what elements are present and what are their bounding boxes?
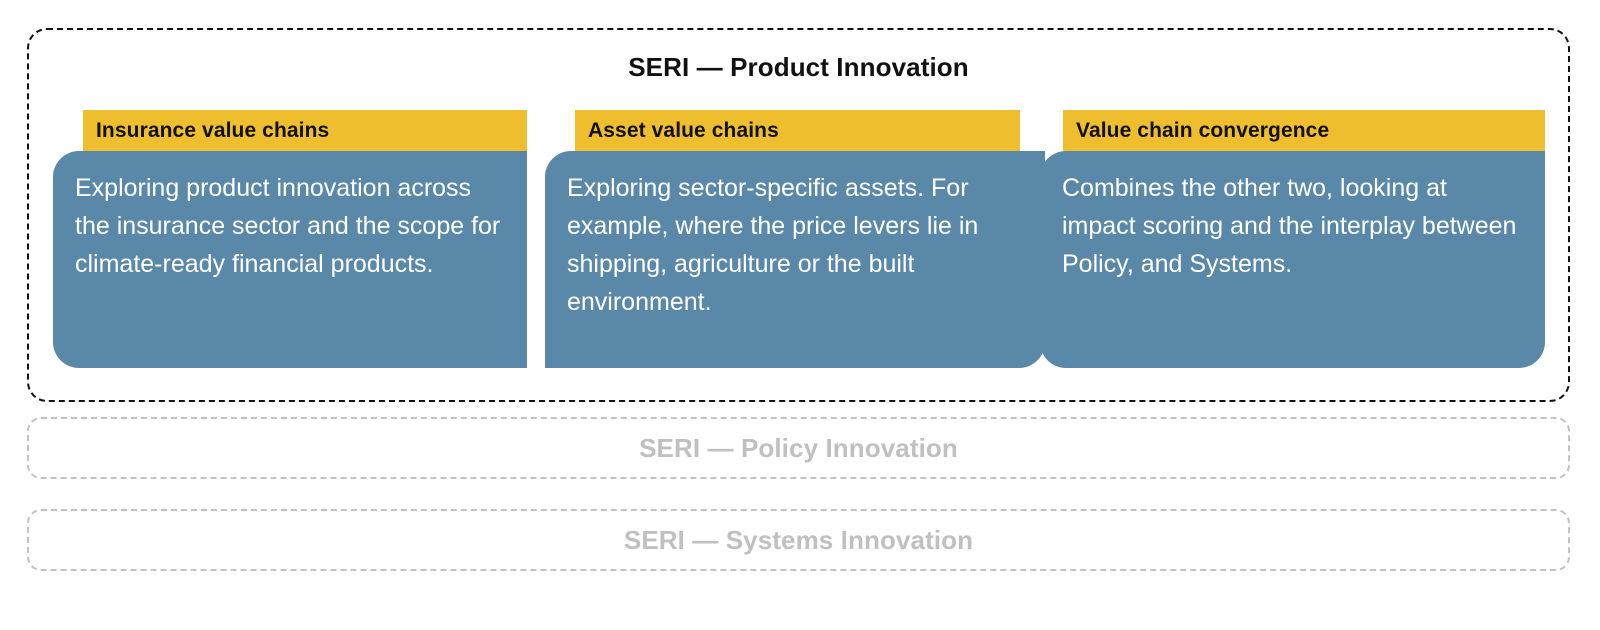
section-systems-innovation[interactable]: SERI — Systems Innovation [27,509,1570,571]
section-policy-innovation-title: SERI — Policy Innovation [639,432,958,463]
card-header-asset-value-chains[interactable]: Asset value chains [575,110,1020,151]
card-header-insurance-value-chains[interactable]: Insurance value chains [83,110,527,151]
card-body-value-chain-convergence[interactable]: Combines the other two, looking at impac… [1040,151,1545,368]
card-header-value-chain-convergence[interactable]: Value chain convergence [1063,110,1545,151]
card-body-asset-value-chains[interactable]: Exploring sector-specific assets. For ex… [545,151,1045,368]
section-policy-innovation[interactable]: SERI — Policy Innovation [27,417,1570,479]
section-systems-innovation-title: SERI — Systems Innovation [623,524,974,555]
card-body-insurance-value-chains[interactable]: Exploring product innovation across the … [53,151,527,368]
section-product-innovation-title: SERI — Product Innovation [628,52,969,82]
